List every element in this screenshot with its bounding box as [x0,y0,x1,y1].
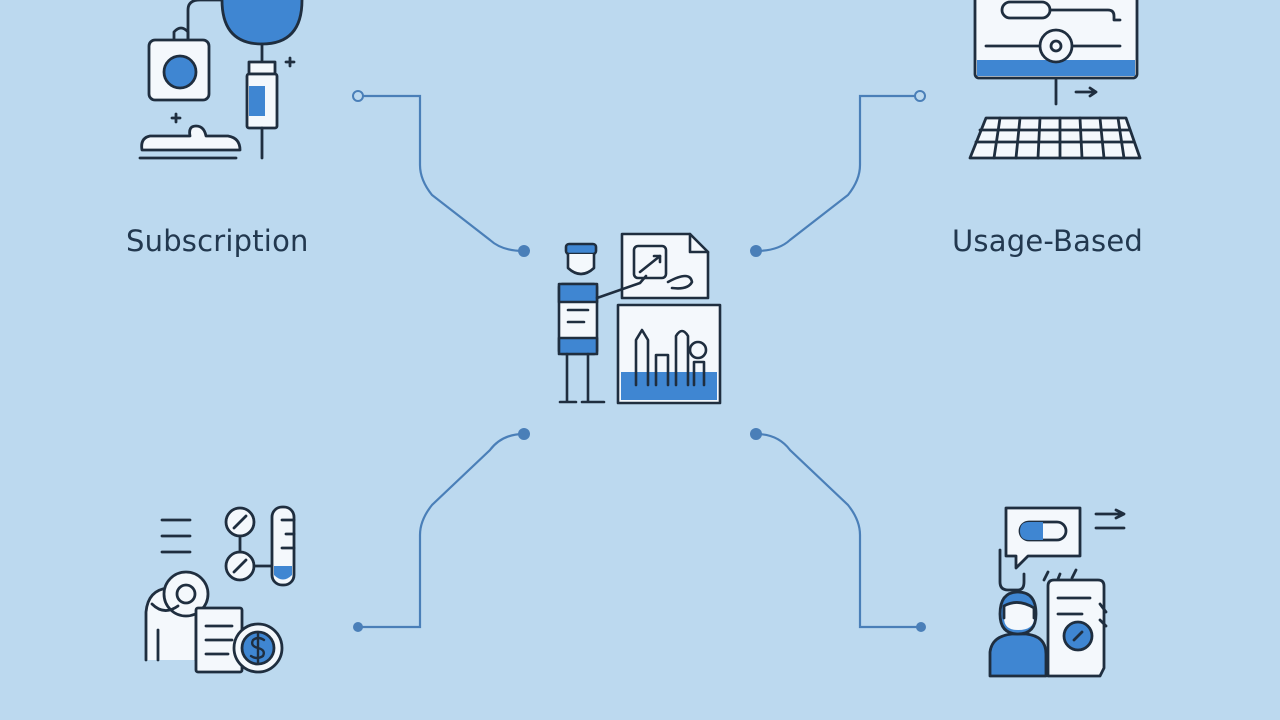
usage-based-label: Usage-Based [952,224,1144,258]
endpoint-bottom-right [916,622,926,632]
endpoint-top-right-open [914,90,926,102]
connector-top-right [754,94,916,253]
documents-dollar-coin-icon [144,505,296,674]
person-clipboard-pill-icon [988,506,1126,678]
presenter-with-chart-icon [557,232,722,405]
computer-monitor-icon [968,0,1142,160]
connector-endpoints [352,90,926,632]
endpoint-center-bl [518,428,530,440]
connector-lines [356,94,923,629]
endpoint-center-br [750,428,762,440]
endpoint-center-tr [750,245,762,257]
endpoint-center-tl [518,245,530,257]
connector-bottom-left [356,432,526,629]
connector-bottom-right [754,432,923,629]
endpoint-bottom-left [353,622,363,632]
connector-top-left [361,94,526,253]
subscription-label: Subscription [126,224,309,258]
iv-drip-syringe-icon [138,0,304,160]
endpoint-top-left-open [352,90,364,102]
